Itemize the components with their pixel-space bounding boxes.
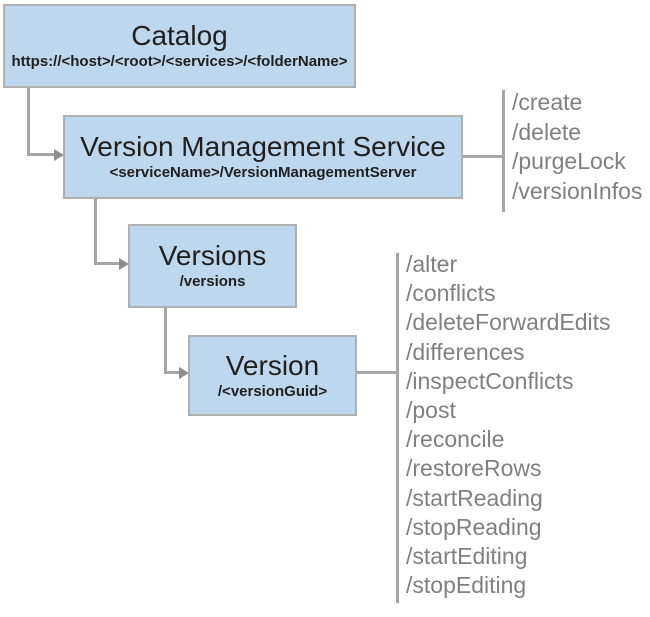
node-versions-title: Versions	[158, 240, 267, 272]
operation-post: /post	[406, 397, 456, 424]
operation-startediting: /startEditing	[406, 543, 528, 570]
connector-vms-versions-vertical	[94, 199, 97, 265]
operation-alter: /alter	[406, 251, 458, 277]
connector-vms-operations	[463, 155, 503, 158]
operation-create: /create	[512, 89, 583, 115]
arrowhead-into-version	[179, 366, 189, 379]
arrowhead-into-vms	[54, 148, 64, 161]
operation-deleteforwardedits: /deleteForwardEdits	[406, 309, 611, 336]
operation-startreading: /startReading	[406, 484, 543, 511]
operation-differences: /differences	[406, 338, 525, 365]
connector-catalog-vms-vertical	[27, 88, 30, 155]
operation-stopediting: /stopEditing	[406, 572, 527, 599]
vms-operations-list: /create /delete /purgeLock /versionInfos	[512, 88, 642, 206]
node-version-path: /<versionGuid>	[217, 382, 328, 400]
operation-versioninfos: /versionInfos	[512, 177, 643, 204]
node-version: Version /<versionGuid>	[188, 335, 357, 416]
node-versions: Versions /versions	[128, 224, 297, 308]
connector-vms-versions-horizontal	[94, 262, 121, 265]
operation-inspectconflicts: /inspectConflicts	[406, 367, 574, 394]
node-catalog-title: Catalog	[131, 20, 228, 52]
node-catalog: Catalog https://<host>/<root>/<services>…	[3, 4, 356, 88]
node-version-management-service: Version Management Service <serviceName>…	[63, 115, 463, 199]
node-versions-path: /versions	[179, 273, 246, 291]
connector-catalog-vms-horizontal	[27, 153, 56, 156]
operation-delete: /delete	[512, 118, 582, 145]
operation-conflicts: /conflicts	[406, 280, 496, 307]
node-vms-path: <serviceName>/VersionManagementServer	[109, 164, 417, 182]
connector-versions-version-vertical	[164, 308, 167, 374]
node-vms-title: Version Management Service	[80, 131, 446, 163]
bracket-vms-operations	[502, 90, 505, 212]
node-catalog-url: https://<host>/<root>/<services>/<folder…	[11, 53, 348, 71]
arrowhead-into-versions	[119, 257, 129, 270]
operation-stopreading: /stopReading	[406, 513, 542, 540]
connector-version-operations	[357, 371, 397, 374]
version-operations-list: /alter /conflicts /deleteForwardEdits /d…	[406, 250, 611, 600]
operation-restorerows: /restoreRows	[406, 455, 542, 482]
bracket-version-operations	[396, 253, 399, 603]
operation-purgelock: /purgeLock	[512, 148, 626, 174]
node-version-title: Version	[225, 349, 320, 381]
connector-versions-version-horizontal	[164, 371, 181, 374]
operation-reconcile: /reconcile	[406, 426, 505, 453]
